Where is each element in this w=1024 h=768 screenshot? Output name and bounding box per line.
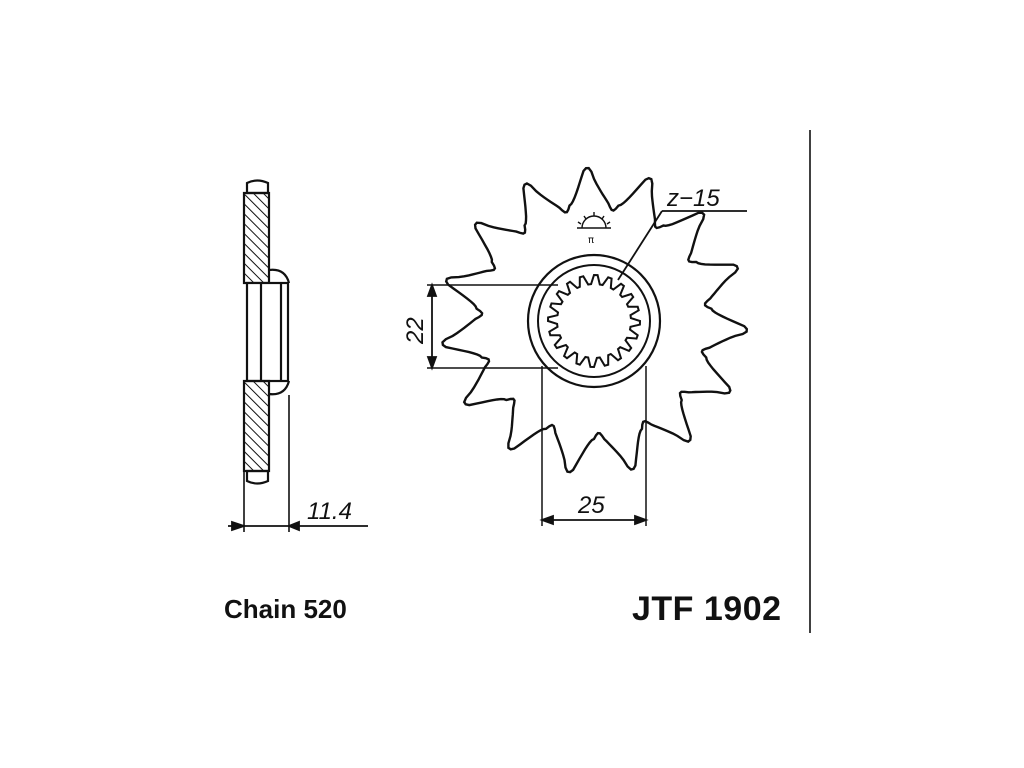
hub-inner-circle bbox=[537, 264, 651, 378]
offset-dim-label: 11.4 bbox=[307, 498, 352, 525]
part-number: JTF 1902 bbox=[632, 590, 782, 628]
side-view-top-tooth bbox=[245, 179, 270, 195]
front-view bbox=[441, 166, 749, 474]
sprocket-tooth-outline bbox=[441, 166, 749, 474]
side-view bbox=[242, 179, 291, 532]
chain-size-label: Chain 520 bbox=[224, 594, 347, 624]
hub-diameter-dimension bbox=[539, 366, 649, 526]
spline-bore-outline bbox=[546, 273, 642, 369]
sun-logo-icon: π bbox=[577, 212, 611, 246]
side-view-lower-web bbox=[242, 379, 271, 473]
svg-text:π: π bbox=[588, 235, 594, 246]
bore-dim-label: 22 bbox=[402, 317, 429, 345]
teeth-count-leader bbox=[617, 210, 747, 281]
side-view-bottom-tooth bbox=[245, 469, 270, 485]
hub-diameter-label: 25 bbox=[577, 492, 605, 519]
teeth-count-label: z−15 bbox=[666, 185, 720, 212]
hub-outer-circle bbox=[526, 253, 662, 389]
bore-dimension bbox=[426, 282, 558, 371]
offset-dimension bbox=[228, 520, 368, 532]
side-view-upper-web bbox=[242, 191, 271, 285]
